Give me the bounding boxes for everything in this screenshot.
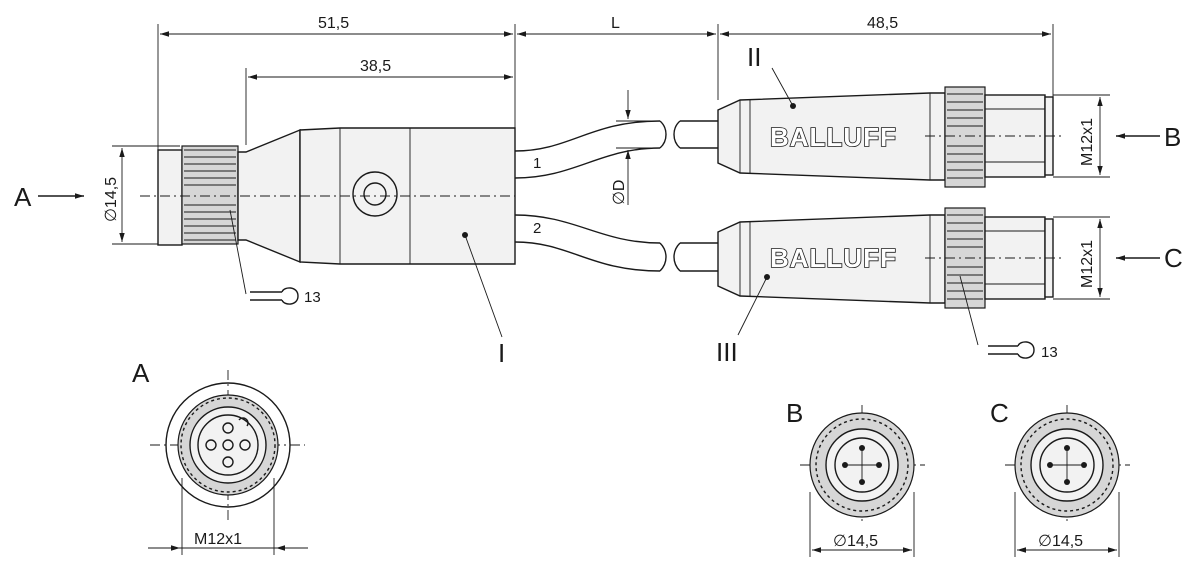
view-a-female-face	[148, 370, 308, 555]
wrench-icon	[229, 209, 299, 305]
arrow-label-b: B	[1164, 122, 1181, 152]
wire-label-2: 2	[533, 220, 541, 237]
arrow-label-c: C	[1164, 243, 1183, 273]
wire-label-1: 1	[533, 155, 541, 172]
dim-cable-diameter: ∅D	[611, 180, 628, 206]
dim-thread-c: M12x1	[1079, 240, 1096, 288]
dimension-lines	[157, 24, 1054, 150]
part-label-iii: III	[716, 337, 738, 367]
part-label-i: I	[498, 338, 505, 368]
dim-diameter-left: ∅14,5	[103, 177, 120, 222]
wrench-size-left: 13	[304, 289, 321, 306]
thread-dimensions-right	[1053, 94, 1110, 300]
upper-right-connector	[717, 86, 1065, 188]
dim-length: L	[611, 15, 620, 32]
view-b-male-face	[800, 405, 925, 557]
view-label-c: C	[990, 398, 1009, 428]
view-arrows	[38, 133, 1160, 261]
cables	[514, 90, 718, 272]
dim-overall-left: 51,5	[318, 15, 349, 32]
brand-logo-bottom: BALLUFF	[770, 243, 897, 273]
wrench-icon	[959, 275, 1035, 359]
dim-thread-b: M12x1	[1079, 118, 1096, 166]
dim-overall-right: 48,5	[867, 15, 898, 32]
wrench-size-right: 13	[1041, 344, 1058, 361]
dim-body-left: 38,5	[360, 58, 391, 75]
dim-diameter-c-view: ∅14,5	[1038, 533, 1083, 550]
view-c-male-face	[1005, 405, 1130, 557]
left-connector	[112, 127, 516, 265]
left-nut-knurl	[184, 149, 236, 241]
view-label-b: B	[786, 398, 803, 428]
dim-thread-a-view: M12x1	[194, 531, 242, 548]
lower-right-connector	[717, 207, 1065, 309]
part-leaders	[462, 67, 796, 338]
brand-logo-top: BALLUFF	[770, 122, 897, 152]
arrow-label-a: A	[14, 182, 32, 212]
view-label-a: A	[132, 358, 150, 388]
dim-diameter-b-view: ∅14,5	[833, 533, 878, 550]
part-label-ii: II	[747, 42, 761, 72]
